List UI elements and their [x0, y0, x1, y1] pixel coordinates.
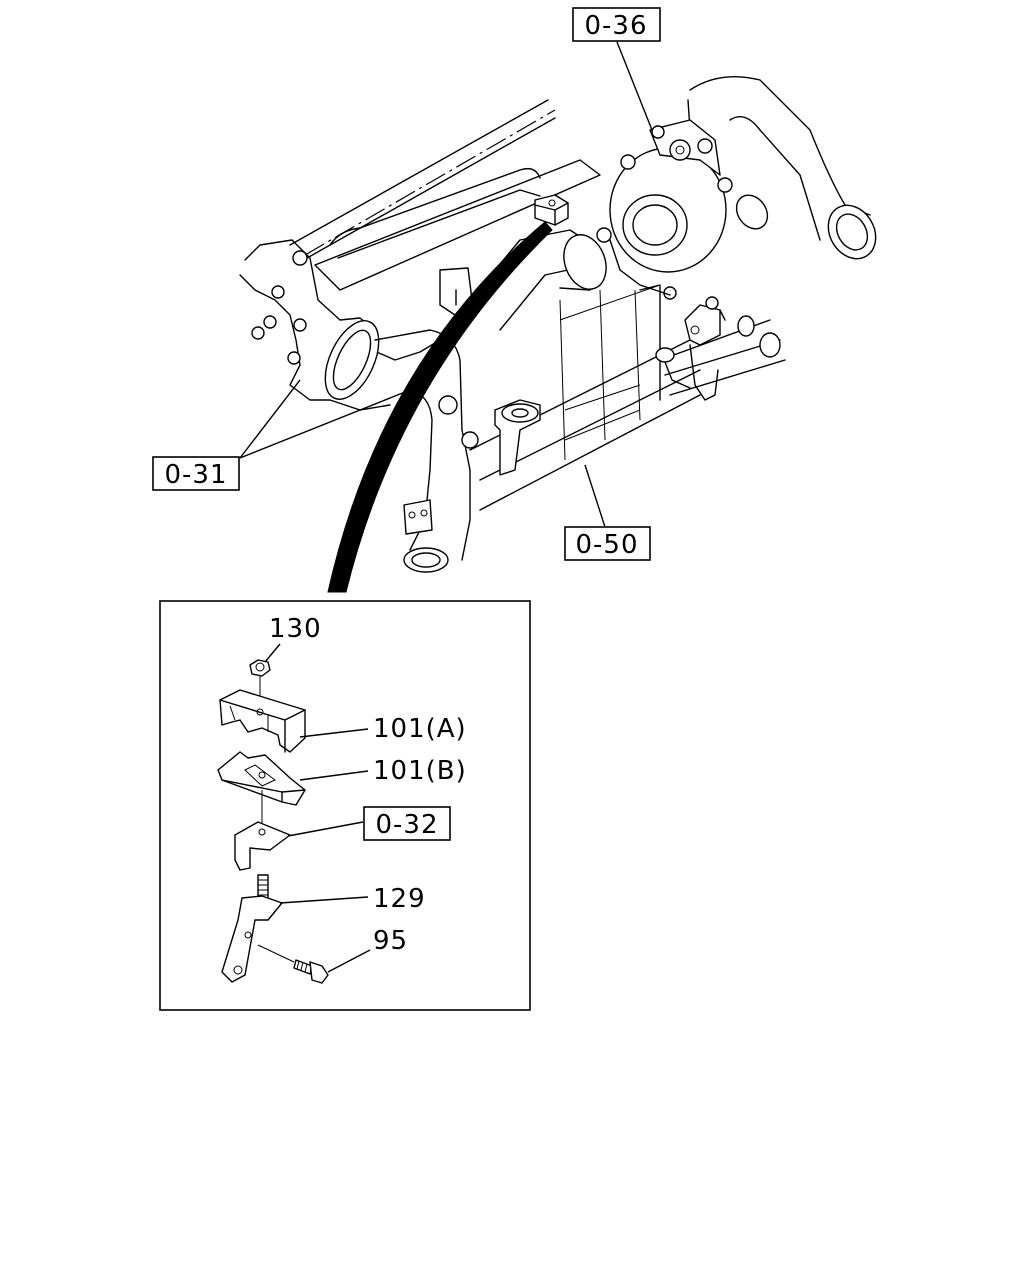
detail-parts: [217, 659, 329, 984]
detail-leaders: [264, 643, 371, 973]
nut-130: [249, 659, 271, 677]
mount-bracket: [221, 895, 283, 983]
callout-0-50-label: 0-50: [575, 530, 638, 560]
callout-0-32-label: 0-32: [375, 810, 438, 840]
callout-0-36[interactable]: 0-36: [572, 7, 661, 42]
part-95-label: 95: [373, 926, 408, 956]
part-101b-label: 101(B): [373, 756, 467, 786]
callout-0-32[interactable]: 0-32: [363, 806, 451, 841]
callout-0-36-label: 0-36: [584, 11, 647, 41]
part-101a-label: 101(A): [373, 714, 467, 744]
part-129-label: 129: [373, 884, 426, 914]
callout-leaders: [239, 41, 653, 528]
engine-assembly-illustration: [239, 75, 877, 573]
callout-0-50[interactable]: 0-50: [564, 526, 651, 561]
part-130-label: 130: [269, 614, 322, 644]
callout-0-31-label: 0-31: [164, 460, 227, 490]
bracket-0-32: [234, 821, 291, 871]
clamp-101a: [219, 689, 306, 753]
bolt-95: [293, 959, 329, 984]
detail-pointer: [327, 221, 553, 593]
detail-frame: [159, 600, 531, 1011]
clamp-101b: [217, 751, 306, 806]
callout-0-31[interactable]: 0-31: [152, 456, 240, 491]
